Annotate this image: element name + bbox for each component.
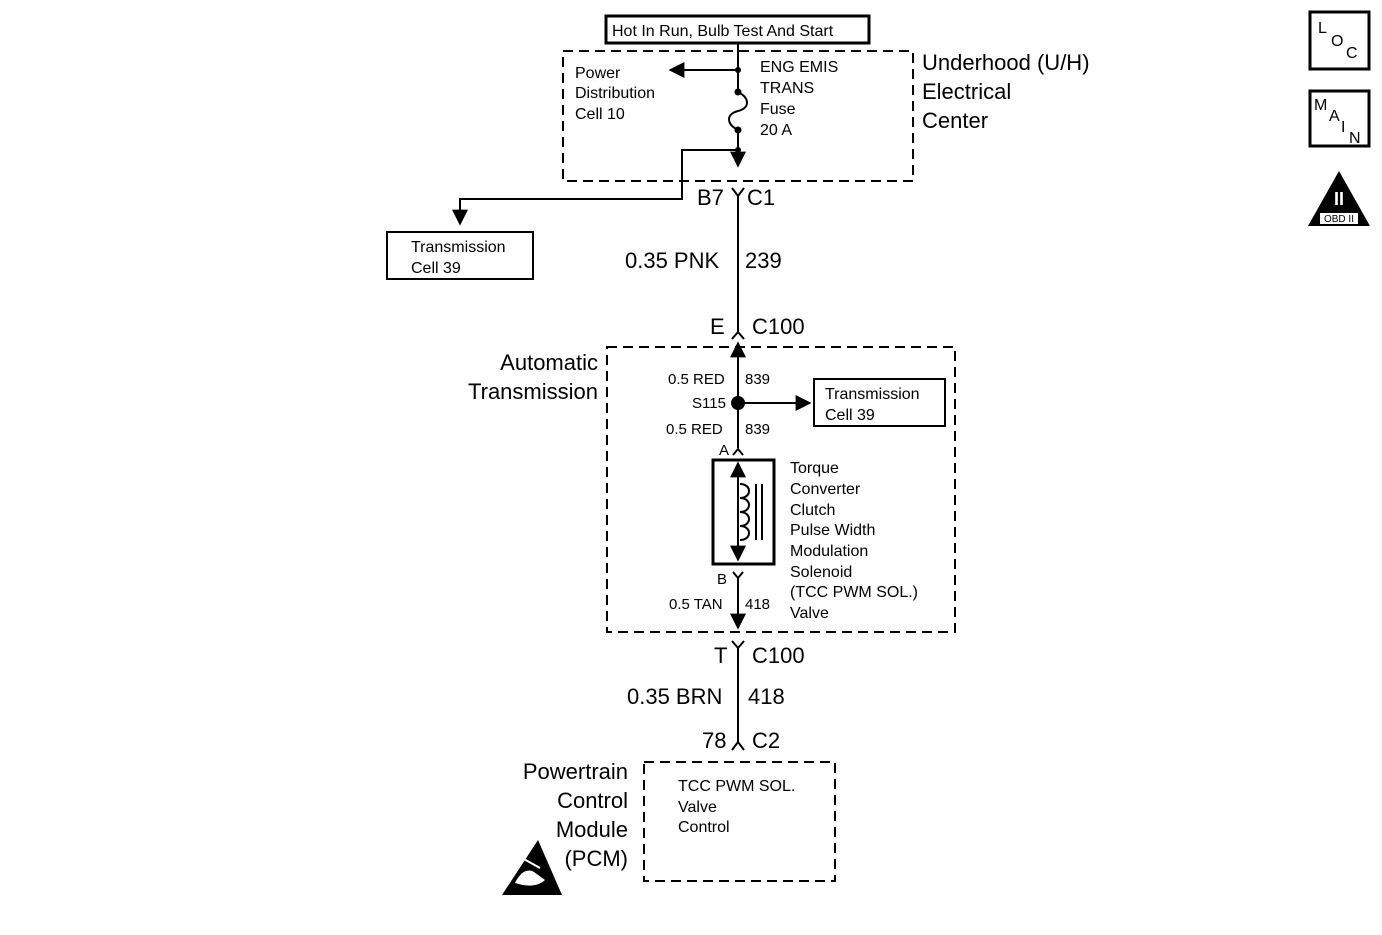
connector-pin-b7: B7 <box>697 185 724 210</box>
loc-icon[interactable]: L O C <box>1308 10 1371 71</box>
automatic-transmission-title: Automatic Transmission <box>468 350 598 404</box>
connector-pin-b: B <box>717 571 727 588</box>
connector-pin-78: 78 <box>702 728 726 753</box>
wire-pnk-label: 0.35 PNK <box>625 248 719 273</box>
svg-text:Powertrain: Powertrain <box>523 759 628 784</box>
main-icon[interactable]: M A I N <box>1308 89 1371 148</box>
svg-text:Transmission: Transmission <box>825 386 920 403</box>
fuse-label: ENG EMIS TRANS Fuse 20 A <box>760 59 838 139</box>
splice-label: S115 <box>692 395 726 412</box>
svg-text:TCC PWM SOL.: TCC PWM SOL. <box>678 778 795 795</box>
svg-text:(TCC PWM SOL.): (TCC PWM SOL.) <box>790 584 918 601</box>
svg-text:I: I <box>1341 119 1345 136</box>
svg-text:A: A <box>1329 108 1340 125</box>
pcm-function-label: TCC PWM SOL. Valve Control <box>678 778 795 836</box>
svg-text:Power: Power <box>575 65 621 82</box>
automatic-transmission-box <box>606 346 956 633</box>
svg-text:Cell 39: Cell 39 <box>825 407 875 424</box>
fuse-eng-emis-trans[interactable] <box>728 43 748 168</box>
connector-b-symbol <box>732 571 744 580</box>
connector-pin-a: A <box>719 442 729 459</box>
svg-text:O: O <box>1331 33 1343 50</box>
svg-text:II: II <box>1334 189 1344 209</box>
branch-wire-left <box>452 149 738 226</box>
svg-text:Valve: Valve <box>790 605 829 622</box>
connector-a-symbol <box>732 447 744 456</box>
power-source-label: Hot In Run, Bulb Test And Start <box>604 14 871 45</box>
svg-text:L: L <box>1318 20 1327 37</box>
wire-red1-label: 0.5 RED <box>668 371 725 388</box>
connector-c2-label: C2 <box>752 728 780 753</box>
underhood-electrical-center-title: Underhood (U/H) Electrical Center <box>922 50 1090 133</box>
svg-text:Hot In Run, Bulb Test And Star: Hot In Run, Bulb Test And Start <box>612 23 834 40</box>
connector-c2-symbol <box>731 740 745 751</box>
wire-tan-circuit: 418 <box>745 596 770 613</box>
svg-text:Torque: Torque <box>790 460 839 477</box>
svg-text:N: N <box>1349 130 1361 147</box>
svg-text:20 A: 20 A <box>760 122 792 139</box>
transmission-cell-39-left[interactable]: Transmission Cell 39 <box>386 231 534 280</box>
svg-text:(PCM): (PCM) <box>564 846 628 871</box>
svg-text:Fuse: Fuse <box>760 101 796 118</box>
wire-brn-circuit: 418 <box>748 684 785 709</box>
svg-text:Converter: Converter <box>790 481 861 498</box>
tcc-pwm-solenoid[interactable] <box>711 458 776 566</box>
connector-c100-bottom-symbol <box>731 640 745 650</box>
wire-pnk-circuit: 239 <box>745 248 782 273</box>
svg-text:Modulation: Modulation <box>790 543 868 560</box>
connector-c100-top-symbol <box>731 330 745 340</box>
solenoid-label: Torque Converter Clutch Pulse Width Modu… <box>790 460 918 622</box>
svg-text:Solenoid: Solenoid <box>790 564 852 581</box>
svg-text:Module: Module <box>556 817 628 842</box>
svg-text:Center: Center <box>922 108 988 133</box>
power-distribution-reference[interactable]: Power Distribution Cell 10 <box>575 65 655 123</box>
pcm-title: Powertrain Control Module (PCM) <box>523 759 628 871</box>
wire-red1-circuit: 839 <box>745 371 770 388</box>
svg-text:Transmission: Transmission <box>468 379 598 404</box>
svg-text:Distribution: Distribution <box>575 85 655 102</box>
wire-brn-label: 0.35 BRN <box>627 684 722 709</box>
svg-text:Electrical: Electrical <box>922 79 1011 104</box>
svg-text:Cell 39: Cell 39 <box>411 260 461 277</box>
connector-pin-t: T <box>714 643 727 668</box>
transmission-cell-39-right[interactable]: Transmission Cell 39 <box>813 378 946 427</box>
connector-c100-bottom-label: C100 <box>752 643 805 668</box>
svg-text:ENG EMIS: ENG EMIS <box>760 59 838 76</box>
wire-tan-label: 0.5 TAN <box>669 596 723 613</box>
svg-text:C: C <box>1346 45 1358 62</box>
svg-text:Clutch: Clutch <box>790 502 835 519</box>
wire-red2-label: 0.5 RED <box>666 421 723 438</box>
pcm-box <box>643 761 836 882</box>
obd-ii-icon[interactable]: II OBD II <box>1308 171 1370 226</box>
svg-text:Underhood (U/H): Underhood (U/H) <box>922 50 1090 75</box>
svg-text:Valve: Valve <box>678 799 717 816</box>
wire-red2-circuit: 839 <box>745 421 770 438</box>
esd-warning-icon <box>502 840 562 895</box>
svg-text:Automatic: Automatic <box>500 350 598 375</box>
svg-text:Cell 10: Cell 10 <box>575 106 625 123</box>
svg-text:Transmission: Transmission <box>411 239 506 256</box>
svg-text:M: M <box>1314 97 1327 114</box>
connector-c100-top-label: C100 <box>752 314 805 339</box>
svg-text:Control: Control <box>557 788 628 813</box>
connector-c1-label: C1 <box>747 185 775 210</box>
svg-text:TRANS: TRANS <box>760 80 814 97</box>
connector-c1-symbol <box>731 187 745 198</box>
svg-text:Pulse Width: Pulse Width <box>790 522 875 539</box>
svg-text:Control: Control <box>678 819 730 836</box>
connector-pin-e: E <box>710 314 725 339</box>
svg-text:OBD II: OBD II <box>1324 214 1354 225</box>
